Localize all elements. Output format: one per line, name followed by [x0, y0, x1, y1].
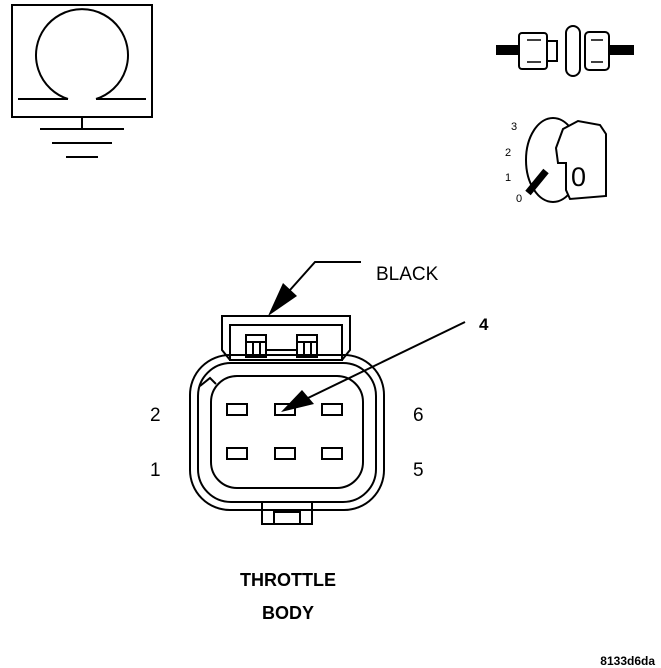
ignition-position-0: 0	[516, 193, 522, 205]
pin-4-leader	[281, 321, 466, 412]
pin-number-1: 1	[150, 460, 161, 481]
wire-color-leader	[268, 261, 361, 316]
ohmmeter-icon	[11, 4, 153, 118]
ignition-position-3: 3	[511, 121, 517, 133]
component-name-line-2: BODY	[262, 603, 314, 623]
ignition-key-icon: 3 2 1 0 0	[505, 117, 607, 205]
pin-number-6: 6	[413, 405, 424, 426]
ground-icon	[40, 117, 124, 158]
pin-number-5: 5	[413, 460, 424, 481]
wire-color-label: BLACK	[376, 264, 439, 285]
throttle-body-connector	[189, 315, 385, 525]
pin-4-callout: 4	[479, 315, 489, 334]
pin-number-2: 2	[150, 405, 161, 426]
disconnected-connector-icon	[496, 25, 634, 77]
component-name-line-1: THROTTLE	[240, 570, 336, 590]
ignition-position-2: 2	[505, 147, 511, 159]
ignition-position-1: 1	[505, 172, 511, 184]
ignition-current-position: 0	[571, 162, 586, 192]
figure-id: 8133d6da	[600, 654, 655, 668]
